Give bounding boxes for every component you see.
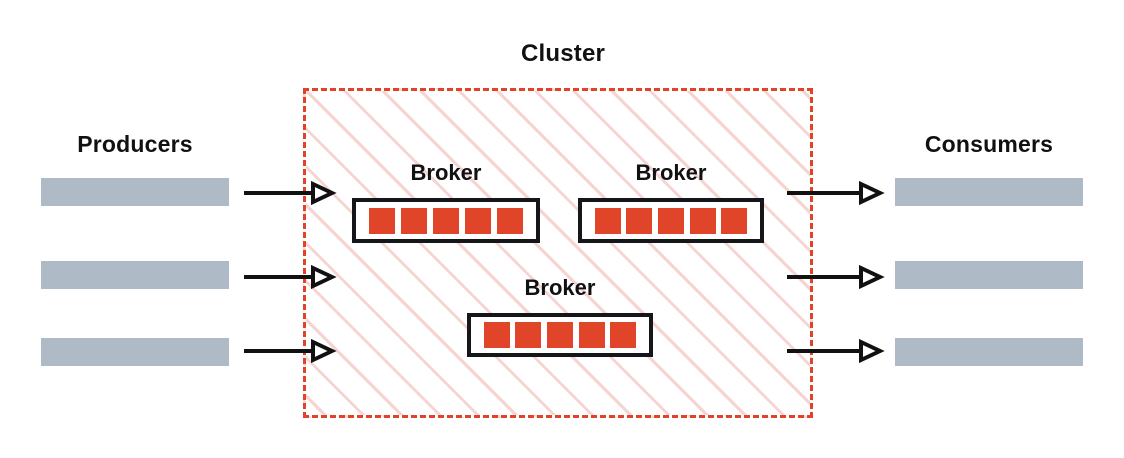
cluster-boundary [303,88,813,418]
consumers-title: Consumers [924,131,1054,157]
broker-3-label: Broker [524,275,596,300]
consumer-bar-3[interactable] [895,338,1083,366]
partition-block[interactable] [594,207,621,234]
partition-block[interactable] [497,207,523,234]
producers-title: Producers [77,131,193,157]
producer-bar-2[interactable] [41,261,229,289]
partition-block[interactable] [546,322,573,348]
partition-block[interactable] [721,207,748,234]
arrow-producer-1-icon [244,180,337,206]
producer-bar-1[interactable] [41,178,229,206]
consumer-bar-1[interactable] [895,178,1083,206]
partition-block[interactable] [401,207,427,234]
broker-2-label: Broker [635,160,707,185]
arrow-consumer-2-icon [787,264,885,290]
arrow-producer-3-icon [244,338,337,364]
partition-block[interactable] [465,207,491,234]
broker-3-frame [467,313,653,357]
partition-block[interactable] [657,207,684,234]
partition-block[interactable] [689,207,716,234]
partition-block[interactable] [433,207,459,234]
consumer-bar-2[interactable] [895,261,1083,289]
arrow-consumer-3-icon [787,338,885,364]
broker-3[interactable]: Broker [467,275,653,357]
cluster-title: Cluster [520,40,606,67]
partition-block[interactable] [610,322,637,348]
broker-2-frame [578,198,764,243]
broker-2[interactable]: Broker [578,160,764,243]
broker-1-frame [352,198,540,243]
partition-block[interactable] [515,322,542,348]
partition-block[interactable] [483,322,510,348]
arrow-producer-2-icon [244,264,337,290]
broker-1-label: Broker [410,160,482,185]
broker-1[interactable]: Broker [352,160,540,243]
partition-block[interactable] [626,207,653,234]
arrow-consumer-1-icon [787,180,885,206]
producer-bar-3[interactable] [41,338,229,366]
partition-block[interactable] [578,322,605,348]
partition-block[interactable] [369,207,395,234]
